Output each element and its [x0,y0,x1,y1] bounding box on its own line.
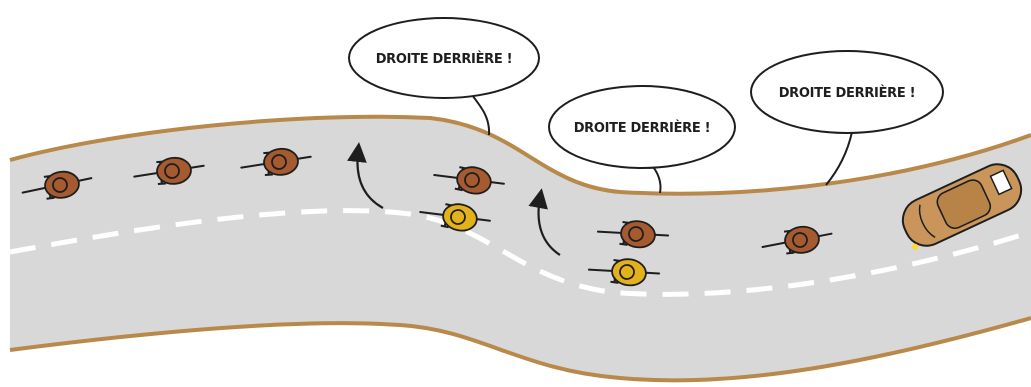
road-surface [10,116,1031,381]
speech-bubble-3: DROITE DERRIÈRE ! [750,50,944,186]
car-icon [901,163,1023,250]
speech-bubble-1-text: DROITE DERRIÈRE ! [376,51,513,67]
speech-bubble-3-text: DROITE DERRIÈRE ! [779,85,916,101]
speech-bubble-2-text: DROITE DERRIÈRE ! [574,120,711,136]
road-edge-bottom [9,316,1031,383]
lane-marking [9,208,1031,297]
road-edge-top [9,114,1031,196]
speech-bubble-2: DROITE DERRIÈRE ! [548,85,736,194]
speech-bubble-1: DROITE DERRIÈRE ! [348,17,540,136]
overtake-arrow-2 [528,188,561,256]
overtake-arrow-1 [347,142,384,209]
